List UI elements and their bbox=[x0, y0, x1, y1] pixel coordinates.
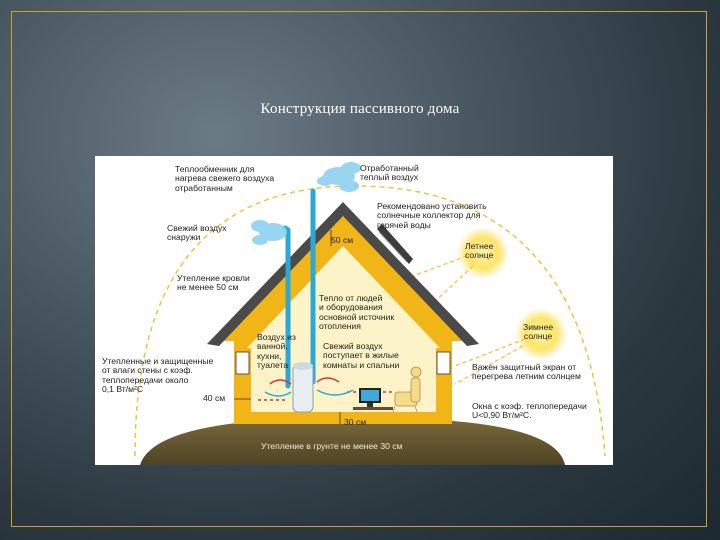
fresh-air-outside-icon bbox=[251, 220, 287, 245]
label-solar-collector: Рекомендовано установить солнечные колле… bbox=[377, 201, 487, 230]
label-fresh-air-rooms: Свежий воздух поступает в жилые комнаты … bbox=[323, 341, 400, 370]
floor-slab bbox=[234, 412, 452, 424]
summer-sun-icon bbox=[457, 227, 509, 279]
label-exhaust-rooms: Воздух из ванной, кухни, туалета bbox=[257, 332, 296, 371]
passive-house-diagram: Теплообменник для нагрева свежего воздух… bbox=[95, 156, 613, 465]
label-roof-thickness: 50 см bbox=[331, 235, 354, 245]
slide-title: Конструкция пассивного дома bbox=[260, 101, 460, 117]
label-sun-screen: Важен защитный экран от перегрева летним… bbox=[472, 362, 581, 382]
solar-collector-icon bbox=[377, 224, 413, 264]
label-wall-thickness: 40 см bbox=[203, 393, 226, 403]
dimension-markers bbox=[234, 230, 341, 424]
window-left bbox=[235, 351, 250, 375]
heat-exchanger-icon bbox=[292, 362, 314, 413]
exhaust-air-icon bbox=[317, 162, 361, 192]
diagram-graphics bbox=[134, 162, 606, 465]
label-ground-insulation: Утепление в грунте не менее 30 см bbox=[261, 441, 403, 451]
label-fresh-air-outside: Свежий воздух снаружи bbox=[167, 223, 227, 243]
window-right bbox=[436, 351, 451, 375]
winter-sun-icon bbox=[515, 308, 567, 360]
computer-icon bbox=[353, 388, 393, 410]
fresh-air-arrows bbox=[264, 389, 354, 397]
label-wall-insulation: Утепленные и защищенные от влаги стены с… bbox=[102, 356, 214, 395]
label-heat-exchanger: Теплообменник для нагрева свежего воздух… bbox=[175, 164, 275, 193]
ground bbox=[140, 417, 565, 465]
sun-rays bbox=[412, 255, 526, 385]
slide-frame bbox=[11, 11, 707, 527]
label-roof-insulation: Утепление кровли не менее 50 см bbox=[177, 273, 250, 293]
label-summer-sun: Летнее солнце bbox=[465, 241, 494, 261]
person-icon bbox=[392, 366, 422, 413]
label-exhaust-air: Отработанный теплый воздух bbox=[360, 163, 419, 183]
label-floor-thickness: 30 см bbox=[344, 417, 367, 427]
label-internal-heat: Тепло от людей и оборудования основной и… bbox=[319, 293, 395, 332]
label-windows: Окна с коэф. теплопередачи U<0,90 Вт/м²С… bbox=[472, 401, 587, 421]
label-winter-sun: Зимнее солнце bbox=[523, 322, 554, 342]
